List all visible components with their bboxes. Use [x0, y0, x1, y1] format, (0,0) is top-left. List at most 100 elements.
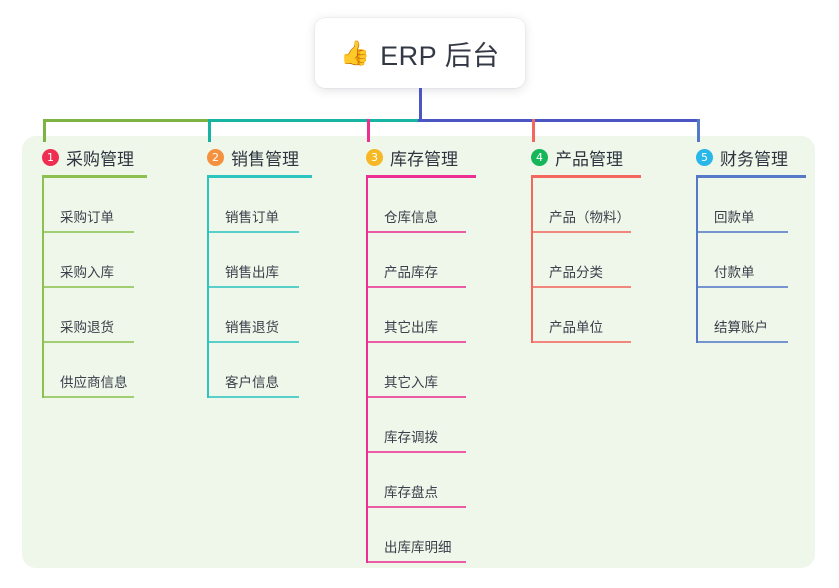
leaf-node[interactable]: 产品（物料） — [531, 178, 641, 233]
leaf-node[interactable]: 其它入库 — [366, 343, 476, 398]
leaf-node[interactable]: 产品库存 — [366, 233, 476, 288]
branch-number-badge: 1 — [42, 148, 59, 166]
connector-drop-销售管理 — [208, 119, 211, 142]
leaf-node[interactable]: 库存盘点 — [366, 453, 476, 508]
branch-header-财务管理[interactable]: 5 财务管理 — [696, 145, 806, 169]
leaf-node[interactable]: 其它出库 — [366, 288, 476, 343]
thumbs-up-icon: 👍 — [340, 39, 371, 67]
branch-spine — [42, 178, 44, 398]
connector-bus-mid — [209, 119, 420, 122]
leaf-node-label: 其它入库 — [384, 375, 438, 390]
leaf-node-label: 产品库存 — [384, 265, 438, 280]
branch-column-销售管理: 2 销售管理销售订单销售出库销售退货客户信息 — [207, 145, 312, 398]
branch-leaf-list: 仓库信息产品库存其它出库其它入库库存调拨库存盘点出库库明细 — [366, 178, 476, 563]
branch-header-库存管理[interactable]: 3 库存管理 — [366, 145, 476, 169]
leaf-node-label: 产品（物料） — [549, 210, 630, 225]
leaf-node[interactable]: 采购退货 — [42, 288, 147, 343]
leaf-node-rule — [531, 341, 631, 343]
branch-spine — [531, 178, 533, 343]
leaf-node[interactable]: 销售订单 — [207, 178, 312, 233]
leaf-node[interactable]: 销售出库 — [207, 233, 312, 288]
leaf-node-rule — [42, 286, 134, 288]
leaf-node[interactable]: 付款单 — [696, 233, 806, 288]
branch-header-产品管理[interactable]: 4 产品管理 — [531, 145, 641, 169]
leaf-node-label: 回款单 — [714, 210, 755, 225]
branch-leaf-list: 销售订单销售出库销售退货客户信息 — [207, 178, 312, 398]
leaf-node-rule — [531, 286, 631, 288]
leaf-node-rule — [42, 231, 134, 233]
branch-header-销售管理[interactable]: 2 销售管理 — [207, 145, 312, 169]
branch-spine — [696, 178, 698, 343]
branch-spine — [366, 178, 368, 563]
branch-title: 财务管理 — [720, 149, 788, 169]
leaf-node[interactable]: 出库库明细 — [366, 508, 476, 563]
leaf-node-rule — [207, 231, 299, 233]
leaf-node-label: 供应商信息 — [60, 375, 128, 390]
leaf-node[interactable]: 采购订单 — [42, 178, 147, 233]
branch-header-rule — [207, 175, 312, 178]
connector-drop-产品管理 — [532, 119, 535, 142]
branch-number-badge: 3 — [366, 148, 383, 166]
root-node-card[interactable]: 👍 ERP 后台 — [315, 18, 525, 88]
branch-title: 销售管理 — [231, 149, 299, 169]
leaf-node-label: 仓库信息 — [384, 210, 438, 225]
connector-drop-财务管理 — [697, 119, 700, 142]
leaf-node-rule — [42, 396, 134, 398]
branch-header-rule — [696, 175, 806, 178]
branch-number-badge: 5 — [696, 148, 713, 166]
leaf-node-label: 销售出库 — [225, 265, 279, 280]
branch-leaf-list: 回款单付款单结算账户 — [696, 178, 806, 343]
branch-number-badge: 4 — [531, 148, 548, 166]
branch-number-badge: 2 — [207, 148, 224, 166]
leaf-node-rule — [207, 286, 299, 288]
branch-header-采购管理[interactable]: 1 采购管理 — [42, 145, 147, 169]
connector-bus-right — [418, 119, 700, 122]
branch-title: 采购管理 — [66, 149, 134, 169]
leaf-node-rule — [366, 231, 466, 233]
leaf-node[interactable]: 产品单位 — [531, 288, 641, 343]
leaf-node-rule — [366, 451, 466, 453]
branch-title: 产品管理 — [555, 149, 623, 169]
leaf-node-rule — [366, 561, 466, 563]
leaf-node-label: 客户信息 — [225, 375, 279, 390]
leaf-node[interactable]: 仓库信息 — [366, 178, 476, 233]
branch-header-rule — [531, 175, 641, 178]
branch-title: 库存管理 — [390, 149, 458, 169]
root-node-title: ERP 后台 — [380, 40, 500, 71]
leaf-node-rule — [366, 341, 466, 343]
leaf-node-rule — [696, 286, 788, 288]
leaf-node[interactable]: 库存调拨 — [366, 398, 476, 453]
branch-header-rule — [366, 175, 476, 178]
leaf-node-label: 产品单位 — [549, 320, 603, 335]
leaf-node[interactable]: 销售退货 — [207, 288, 312, 343]
leaf-node[interactable]: 供应商信息 — [42, 343, 147, 398]
leaf-node-rule — [366, 506, 466, 508]
leaf-node-rule — [366, 396, 466, 398]
leaf-node-label: 销售退货 — [225, 320, 279, 335]
leaf-node-rule — [207, 341, 299, 343]
branch-column-财务管理: 5 财务管理回款单付款单结算账户 — [696, 145, 806, 343]
connector-drop-库存管理 — [367, 119, 370, 142]
branch-header-rule — [42, 175, 147, 178]
leaf-node[interactable]: 客户信息 — [207, 343, 312, 398]
leaf-node[interactable]: 结算账户 — [696, 288, 806, 343]
branch-column-库存管理: 3 库存管理仓库信息产品库存其它出库其它入库库存调拨库存盘点出库库明细 — [366, 145, 476, 563]
leaf-node[interactable]: 回款单 — [696, 178, 806, 233]
diagram-panel-background — [22, 136, 815, 568]
leaf-node-label: 库存盘点 — [384, 485, 438, 500]
leaf-node[interactable]: 产品分类 — [531, 233, 641, 288]
leaf-node-label: 销售订单 — [225, 210, 279, 225]
leaf-node-rule — [696, 341, 788, 343]
leaf-node-label: 采购订单 — [60, 210, 114, 225]
connector-trunk — [419, 88, 422, 122]
leaf-node-label: 采购入库 — [60, 265, 114, 280]
leaf-node-rule — [366, 286, 466, 288]
branch-leaf-list: 产品（物料） 产品分类产品单位 — [531, 178, 641, 343]
branch-column-产品管理: 4 产品管理产品（物料） 产品分类产品单位 — [531, 145, 641, 343]
leaf-node[interactable]: 采购入库 — [42, 233, 147, 288]
leaf-node-rule — [531, 231, 631, 233]
leaf-node-label: 其它出库 — [384, 320, 438, 335]
leaf-node-label: 采购退货 — [60, 320, 114, 335]
connector-drop-采购管理 — [43, 119, 46, 142]
